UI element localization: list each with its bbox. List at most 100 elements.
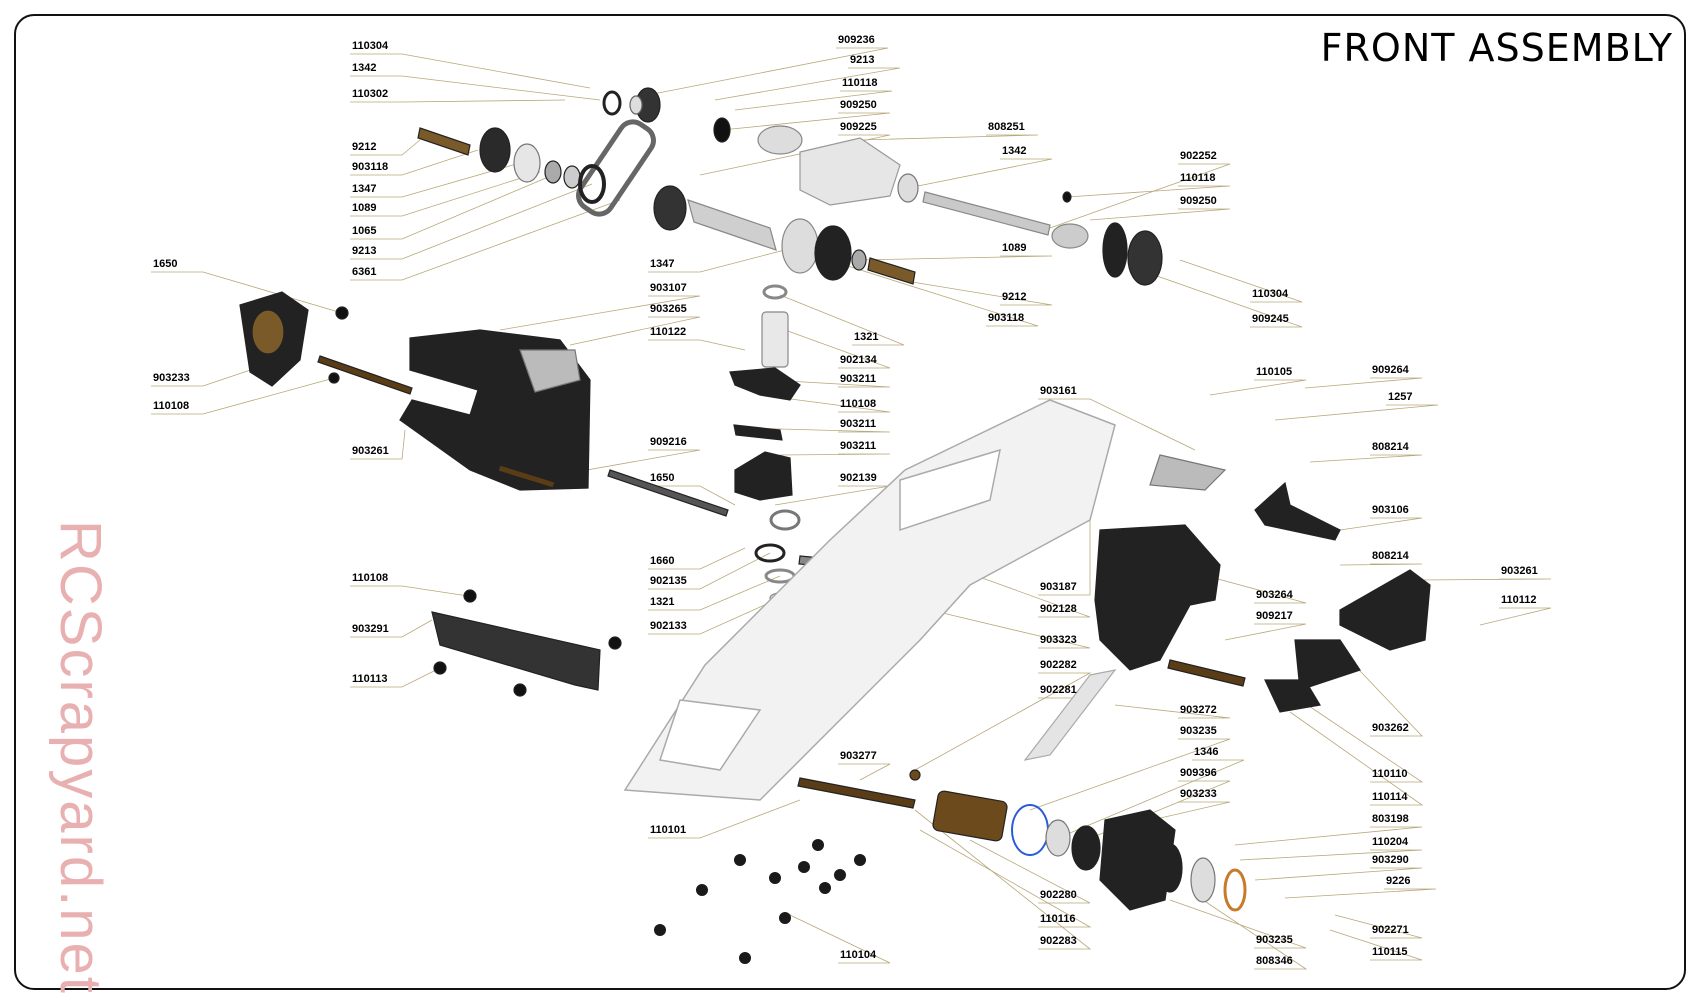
part-number-label: 902128: [1040, 603, 1077, 615]
part-number-label: 903323: [1040, 634, 1077, 646]
part-number-label: 902134: [840, 354, 877, 366]
leader-line: [1209, 379, 1307, 396]
leader-line: [744, 427, 891, 433]
leader-line: [350, 667, 441, 688]
part-number-label: 903233: [153, 372, 190, 384]
part-number-label: 903262: [1372, 722, 1409, 734]
part-number-label: 902282: [1040, 659, 1077, 671]
part-number-label: 902135: [650, 575, 687, 587]
part-number-label: 110118: [1180, 172, 1216, 184]
front-bulkhead: [399, 329, 591, 491]
leader-line: [1254, 867, 1423, 881]
leader-line: [859, 255, 1053, 261]
leader-line: [834, 261, 1039, 327]
leader-line: [859, 134, 1039, 141]
part-number-label: 1346: [1194, 746, 1219, 758]
leader-line: [1179, 259, 1303, 303]
part-number-label: 909245: [1252, 313, 1289, 325]
right-upper-assembly: [781, 137, 1163, 286]
leader-line: [1169, 899, 1307, 949]
leader-line: [151, 377, 335, 415]
watermark: RCScrapyard.net: [48, 520, 113, 995]
part-number-label: 110105: [1256, 366, 1293, 378]
part-number-label: 1347: [352, 183, 377, 195]
part-number-label: 909236: [838, 34, 875, 46]
part-number-label: 110304: [1252, 288, 1289, 300]
leader-line: [1329, 929, 1423, 961]
part-number-label: 110108: [153, 400, 190, 412]
leader-line: [1309, 454, 1423, 463]
part-number-label: 1321: [650, 596, 675, 608]
leader-line: [648, 245, 801, 273]
leader-line: [569, 316, 701, 346]
leader-line: [721, 112, 891, 131]
leader-line: [784, 329, 891, 369]
leader-line: [734, 90, 893, 111]
part-number-label: 902271: [1372, 924, 1409, 936]
leader-line: [350, 585, 469, 597]
part-number-label: 808251: [988, 121, 1025, 133]
leader-line: [1239, 849, 1423, 861]
leader-line: [1234, 826, 1423, 846]
part-number-label: 903187: [1040, 581, 1077, 593]
leader-line: [769, 379, 891, 388]
part-number-label: 110112: [1501, 594, 1537, 606]
part-number-label: 9212: [1002, 291, 1027, 303]
part-number-label: 1650: [650, 472, 675, 484]
leader-line: [350, 199, 621, 281]
part-number-label: 903211: [840, 373, 877, 385]
leader-line: [959, 569, 1091, 618]
leader-line: [929, 609, 1091, 649]
leader-line: [759, 394, 891, 413]
part-number-label: 902281: [1040, 684, 1077, 696]
leader-line: [1114, 704, 1231, 719]
leader-line: [1339, 517, 1423, 531]
part-number-label: 1650: [153, 258, 178, 270]
part-number-label: 1342: [1002, 145, 1027, 157]
leader-line: [648, 575, 781, 611]
part-number-label: 1089: [1002, 242, 1027, 254]
leader-line: [350, 183, 593, 260]
leader-line: [1057, 759, 1245, 839]
leader-line: [1304, 377, 1423, 389]
part-number-label: 903235: [1256, 934, 1293, 946]
part-number-label: 903118: [352, 161, 389, 173]
part-number-label: 903233: [1180, 788, 1217, 800]
leader-line: [648, 799, 801, 839]
part-number-label: 902139: [840, 472, 877, 484]
chassis-plate: [623, 399, 1116, 801]
leader-line: [1289, 711, 1424, 806]
part-number-label: 110204: [1372, 836, 1409, 848]
leader-line: [151, 271, 343, 314]
leader-line: [699, 134, 891, 176]
part-number-label: 110113: [352, 673, 388, 685]
leader-line: [350, 75, 601, 101]
part-number-label: 110108: [352, 572, 389, 584]
leader-line: [350, 53, 591, 89]
leader-line: [350, 619, 433, 638]
belt-drive: [417, 87, 803, 251]
leader-line: [1089, 208, 1231, 221]
leader-line: [919, 829, 1092, 928]
part-number-label: 903261: [352, 445, 389, 457]
part-number-label: 808214: [1372, 441, 1409, 453]
part-number-label: 902252: [1180, 150, 1217, 162]
leader-line: [648, 339, 746, 351]
part-number-label: 909264: [1372, 364, 1409, 376]
leader-line: [1339, 563, 1423, 566]
leader-line: [1202, 899, 1308, 970]
screws: [654, 839, 866, 964]
part-number-label: 909225: [840, 121, 877, 133]
part-number-label: 9226: [1386, 875, 1411, 887]
part-number-label: 909217: [1256, 610, 1293, 622]
leader-line: [838, 763, 891, 781]
part-number-label: 909250: [1180, 195, 1217, 207]
part-number-label: 808214: [1372, 550, 1409, 562]
part-number-label: 1257: [1388, 391, 1413, 403]
part-number-label: 110110: [1372, 768, 1408, 780]
part-number-label: 110104: [840, 949, 877, 961]
leader-line: [648, 552, 771, 590]
part-number-label: 110108: [840, 398, 877, 410]
leader-line: [1029, 738, 1231, 811]
